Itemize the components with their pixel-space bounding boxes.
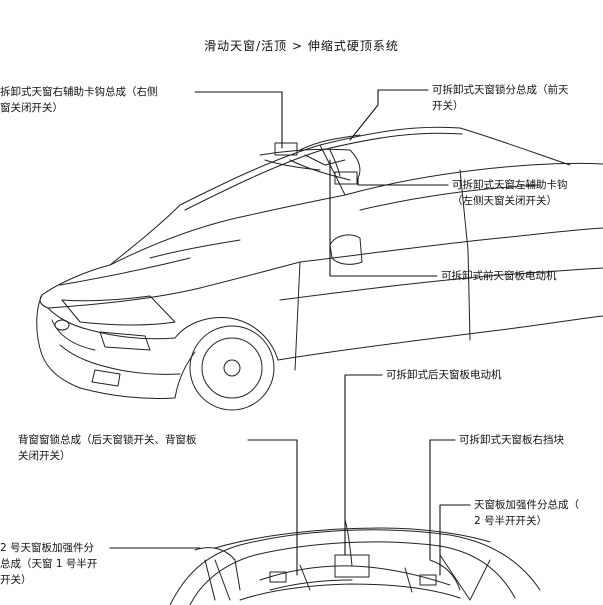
label-reinforcement-1: 天窗板加强件分总成（ 2 号半开开关）: [474, 499, 579, 527]
label-back-window-lock: 背窗窗锁总成（后天窗锁开关、背窗板 关闭开关）: [18, 434, 197, 462]
label-right-aux-hook: 拆卸式天窗右辅助卡钩总成（右侧 窗关闭开关）: [0, 86, 158, 114]
label-rear-motor: 可拆卸式后天窗板电动机: [386, 369, 502, 381]
label-left-aux-hook: 可拆卸式天窗左辅助卡钩 （左侧天窗关闭开关）: [452, 179, 568, 207]
label-reinforcement-2: 2 号天窗板加强件分 总成（天窗 1 号半开 开关）: [0, 542, 98, 586]
label-right-stopper: 可拆卸式天窗板右挡块: [459, 434, 564, 446]
label-front-motor: 可拆卸式前天窗板电动机: [441, 270, 557, 282]
label-front-lock: 可拆卸式天窗锁分总成（前天 开关）: [432, 84, 569, 112]
car-body-outline: [36, 126, 603, 411]
page-title: 滑动天窗/活顶 > 伸缩式硬顶系统: [204, 39, 399, 53]
leader-lines: [109, 89, 471, 576]
roof-mechanism-lower: [169, 519, 541, 605]
